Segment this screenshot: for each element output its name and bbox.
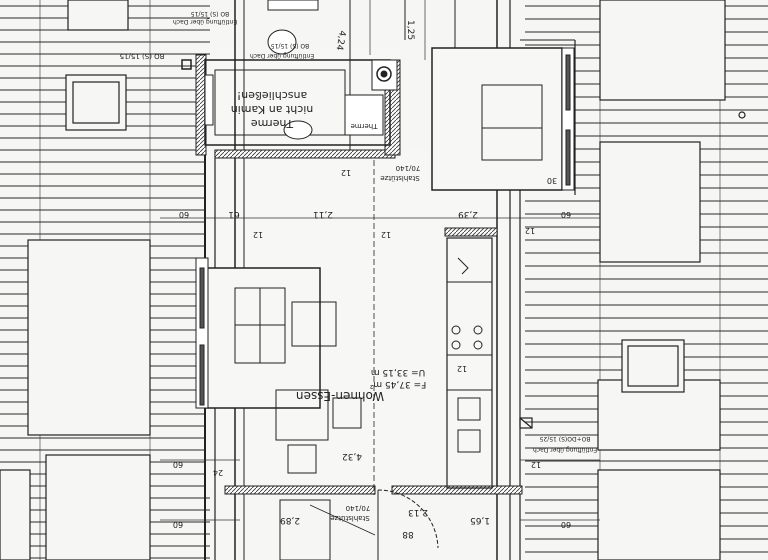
dim-2-11: 2,11 [313, 209, 333, 219]
room-area: F= 37,45 m² [369, 379, 426, 389]
dim-12-a: 12 [253, 230, 263, 239]
dim-24: 24 [213, 468, 223, 477]
dim-60-left: 60 [179, 210, 189, 219]
dim-2-39: 2,39 [458, 209, 478, 219]
vent-top-size: BO (S) 15/15 [191, 10, 230, 17]
dim-60-low-right: 60 [561, 520, 571, 529]
dim-12-c: 12 [341, 168, 351, 177]
bath-note-1: Therme [251, 117, 295, 130]
stair-line [309, 160, 376, 536]
room-perimeter: U= 33,15 m [371, 367, 425, 377]
kitchen-counter [446, 237, 493, 489]
vent-mid-label: Entlüftung über Dach [250, 52, 314, 59]
dimension-lines [160, 0, 600, 521]
bath-note-3: anschließen! [237, 89, 307, 102]
dim-61: 61 [228, 209, 239, 219]
dim-12-b: 12 [381, 230, 391, 239]
vent-top-label: Entlüftung über Dach [173, 18, 237, 25]
dormer-windows [195, 47, 575, 409]
vent-markers [519, 111, 746, 429]
roof-panels [0, 0, 726, 560]
dining-table [275, 389, 362, 560]
vent-right-size: BO+DO(S) 15/25 [539, 435, 590, 442]
therme-label: Therme [351, 122, 379, 130]
vent-mid-size: BO (S) 15/15 [271, 42, 310, 49]
dim-12-d: 12 [457, 364, 467, 373]
dim-88: 88 [402, 529, 414, 539]
bath-note-2: nicht an Kamin [231, 103, 314, 116]
bathroom [181, 0, 398, 146]
column-bottom-label: Stahlstütze [330, 514, 369, 522]
dim-1-65: 1,65 [470, 515, 490, 525]
dim-2-89: 2,89 [280, 515, 300, 525]
dim-2-13: 2,13 [408, 507, 428, 517]
column-top-size: 70/140 [396, 164, 421, 172]
door [377, 489, 439, 560]
dim-60-low-left: 60 [173, 520, 183, 529]
dim-12-e: 12 [525, 226, 535, 235]
dim-30: 30 [547, 176, 557, 185]
dim-1-25: 1,25 [405, 20, 415, 40]
dim-60-mid-left: 60 [173, 460, 183, 469]
column-bottom-size: 70/140 [346, 504, 371, 512]
vent-right-label: Entlüftung über Dach [533, 446, 597, 453]
column-top-label: Stahlstütze [380, 174, 419, 182]
dim-4-32: 4,32 [342, 451, 362, 461]
dim-12-f: 12 [531, 460, 541, 469]
dim-60-right: 60 [561, 210, 571, 219]
room-name: Wohnen-Essen [296, 389, 384, 403]
dim-4-24: 4,24 [334, 29, 347, 51]
vent-top-left-size: BO (S) 15/15 [120, 52, 165, 60]
